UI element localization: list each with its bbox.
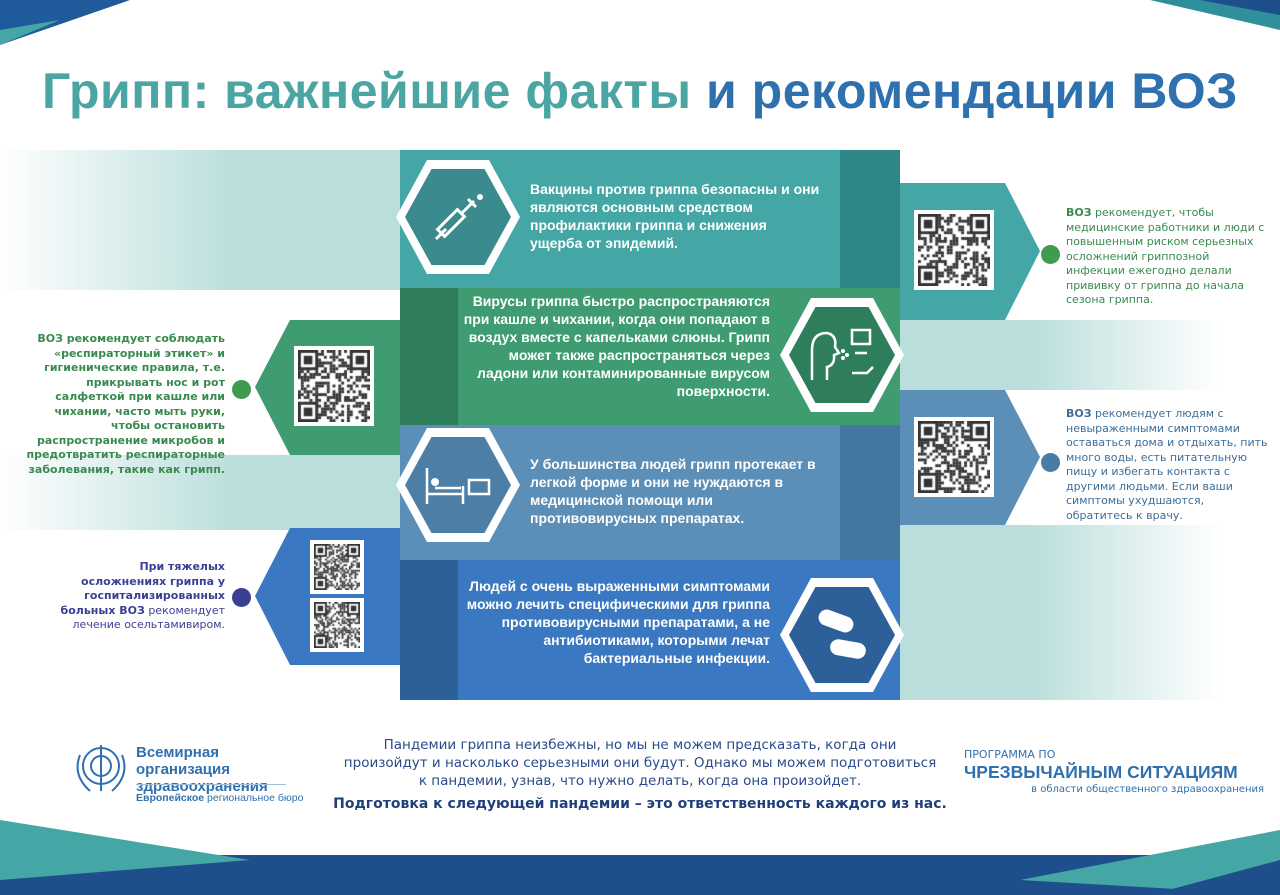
- program-pre: ПРОГРАММА ПО: [964, 748, 1056, 761]
- program-subtitle: в области общественного здравоохранения: [1031, 784, 1264, 795]
- qr-pattern: [314, 544, 360, 590]
- qr-pattern: [918, 421, 990, 493]
- qr-code[interactable]: [914, 210, 994, 290]
- fact-text: У большинства людей грипп протекает в ле…: [530, 456, 816, 526]
- footer-slogan: Подготовка к следующей пандемии – это от…: [333, 796, 947, 812]
- who-bold: ВОЗ: [1066, 206, 1092, 219]
- band-side: [840, 425, 900, 560]
- glow: [900, 320, 1220, 390]
- syringe-icon: [434, 194, 483, 241]
- bullet-dot: [1041, 245, 1060, 264]
- qr-pattern: [314, 602, 360, 648]
- bullet-dot: [232, 588, 251, 607]
- who-name: Всемирная организация здравоохранения: [136, 744, 268, 795]
- band-side: [400, 560, 458, 700]
- qr-code[interactable]: [310, 598, 364, 652]
- hexagon: [780, 298, 904, 412]
- rec-vaccination: ВОЗ рекомендует, чтобы медицинские работ…: [1066, 206, 1266, 308]
- rec-text-pre: При тяжелых осложнениях гриппа у госпита…: [60, 560, 225, 617]
- program-name: ЧРЕЗВЫЧАЙНЫМ СИТУАЦИЯМ: [964, 762, 1238, 782]
- band-side: [840, 150, 900, 290]
- rec-text: рекомендует соблюдать «респираторный эти…: [26, 332, 225, 476]
- rec-text: рекомендует, чтобы медицинские работники…: [1066, 206, 1265, 306]
- glow: [0, 150, 400, 290]
- who-region-bold: Европейское: [136, 792, 205, 804]
- title-part-1: Грипп: важнейшие факты: [42, 63, 692, 119]
- glow: [0, 455, 400, 530]
- qr-pattern: [918, 214, 990, 286]
- qr-pattern: [298, 350, 370, 422]
- bed-rest-icon: [425, 468, 491, 504]
- who-emblem-icon: [76, 745, 126, 792]
- qr-code[interactable]: [914, 417, 994, 497]
- fact-text: Вакцины против гриппа безопасны и они яв…: [530, 181, 820, 251]
- title-part-2: и рекомендации ВОЗ: [706, 63, 1238, 119]
- cough-handwash-icon: [810, 328, 874, 380]
- who-bold: ВОЗ: [119, 603, 145, 617]
- band-side: [400, 288, 458, 425]
- hexagon: [780, 578, 904, 692]
- divider: [136, 784, 286, 785]
- rec-etiquette: ВОЗ рекомендует соблюдать «респираторный…: [20, 332, 225, 477]
- who-region: Европейское региональное бюро: [136, 792, 303, 804]
- fact-text: Вирусы гриппа быстро распространяются пр…: [463, 293, 770, 399]
- qr-code[interactable]: [294, 346, 374, 426]
- bullet-dot: [1041, 453, 1060, 472]
- who-region-text: региональное бюро: [204, 792, 304, 804]
- rec-text: рекомендует людям с невыраженными симпто…: [1066, 407, 1268, 522]
- qr-code[interactable]: [310, 540, 364, 594]
- page-title: Грипп: важнейшие факты и рекомендации ВО…: [0, 62, 1280, 120]
- footer-message: Пандемии гриппа неизбежны, но мы не може…: [343, 737, 937, 789]
- rec-stay-home: ВОЗ рекомендует людям с невыраженными си…: [1066, 407, 1271, 523]
- who-bold: ВОЗ: [37, 332, 63, 345]
- rec-text: рекомендует лечение осельтамивиром.: [72, 603, 225, 632]
- glow: [900, 525, 1220, 700]
- rec-oseltamivir: При тяжелых осложнениях гриппа у госпита…: [60, 560, 225, 633]
- pills-icon: [818, 609, 866, 659]
- bullet-dot: [232, 380, 251, 399]
- who-bold: ВОЗ: [1066, 407, 1092, 420]
- fact-text: Людей с очень выраженными симптомами мож…: [466, 578, 770, 666]
